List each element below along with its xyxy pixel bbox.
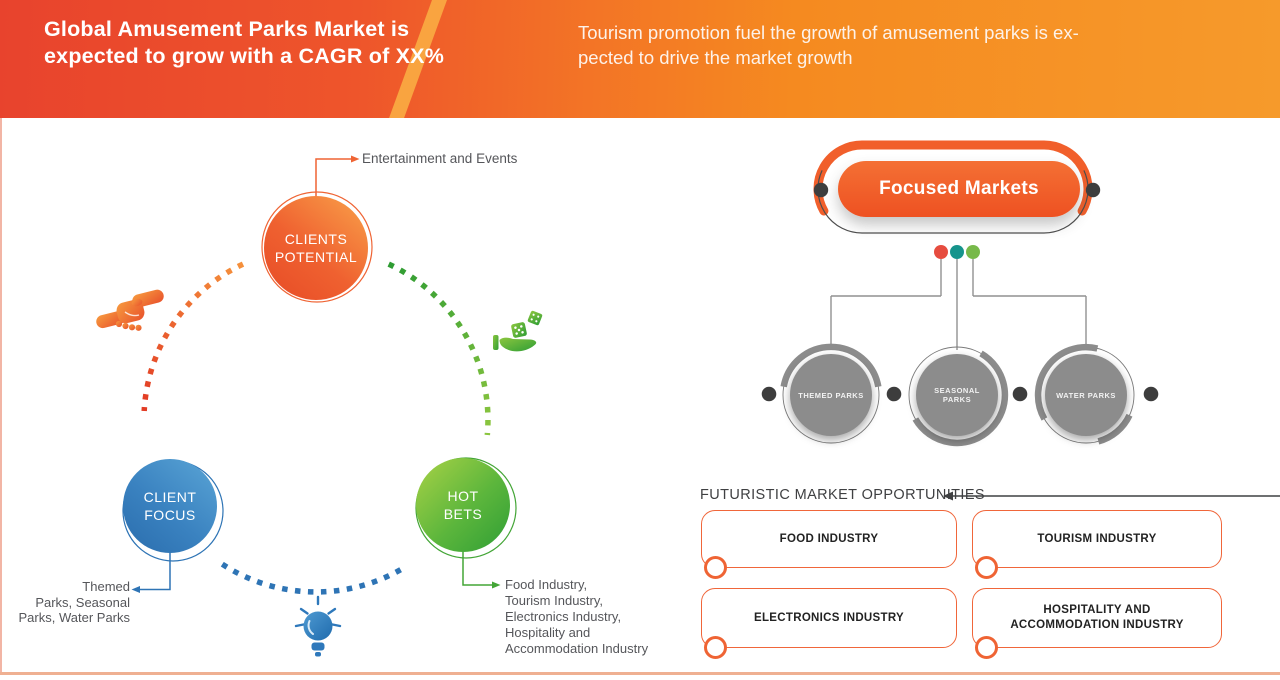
box-corner-circle-icon: [704, 636, 727, 659]
hot-bets-label-1: HOT: [447, 488, 479, 504]
client-focus-annotation-line-2: Parks, Seasonal: [35, 594, 130, 610]
client-focus-connector: [131, 553, 171, 593]
park-circle-water: WATER PARKS: [1045, 354, 1127, 436]
clients-potential-label-2: POTENTIAL: [274, 249, 358, 265]
client-focus-label-1: CLIENT: [143, 489, 197, 505]
opportunity-label: TOURISM INDUSTRY: [1037, 532, 1157, 545]
arrow-left-icon: [943, 491, 953, 501]
hot-bets-annotation-line-5: Accommodation Industry: [505, 641, 649, 656]
park-dot-4: [1143, 386, 1159, 402]
arrow-left-icon: [131, 586, 140, 593]
opportunity-label: HOSPITALITY AND ACCOMMODATION INDUSTRY: [1010, 604, 1184, 631]
clients-potential-label-1: CLIENTS: [284, 231, 348, 247]
park-circle-rings: [761, 343, 1159, 447]
lightbulb-icon: [294, 595, 342, 657]
park-circle-seasonal: SEASONAL PARKS: [916, 354, 998, 436]
ring-dot-left: [813, 182, 829, 198]
opportunities-heading: FUTURISTIC MARKET OPPORTUNITIES: [700, 487, 985, 503]
opportunity-box-electronics: ELECTRONICS INDUSTRY: [701, 588, 957, 659]
page-title: Global Amusement Parks Market is expecte…: [44, 16, 444, 70]
hot-bets-annotation-line-4: Hospitality and: [505, 625, 591, 640]
frame-border-left: [0, 118, 2, 674]
hot-bets-annotation-line-2: Tourism Industry,: [505, 593, 604, 608]
page-subtitle-line-2: pected to drive the market growth: [578, 47, 853, 68]
hot-bets-annotation: Food Industry, Tourism Industry, Electro…: [505, 577, 648, 657]
arrow-right-icon: [351, 155, 360, 163]
page-subtitle: Tourism promotion fuel the growth of amu…: [578, 20, 1079, 70]
hot-bets-node: HOT BETS: [416, 458, 510, 552]
opportunity-box-food: FOOD INDUSTRY: [701, 510, 957, 579]
clients-potential-connector: [315, 155, 360, 197]
hot-bets-annotation-line-3: Electronics Industry,: [505, 609, 622, 624]
box-corner-circle-icon: [704, 556, 727, 579]
focused-markets-pill: Focused Markets: [838, 161, 1080, 217]
client-focus-annotation-line-3: Parks, Water Parks: [18, 610, 130, 625]
arrow-right-icon: [492, 581, 501, 589]
market-dot-teal: [950, 245, 964, 259]
client-focus-annotation-line-1: Themed: [82, 579, 130, 594]
page-title-line-1: Global Amusement Parks Market is: [44, 17, 410, 41]
hot-bets-annotation-line-1: Food Industry,: [505, 577, 588, 592]
client-focus-node: CLIENT FOCUS: [123, 459, 217, 553]
dotted-arc-blue: [220, 561, 404, 595]
page-subtitle-line-1: Tourism promotion fuel the growth of amu…: [578, 22, 1079, 43]
client-focus-label-2: FOCUS: [144, 507, 196, 523]
dotted-arc-orange: [141, 261, 245, 412]
opportunities-arrow: [943, 491, 1280, 501]
opportunity-label: ELECTRONICS INDUSTRY: [754, 611, 904, 624]
frame-border-bottom: [0, 672, 1280, 675]
box-corner-circle-icon: [975, 556, 998, 579]
clients-potential-node: CLIENTS POTENTIAL: [264, 196, 368, 300]
ring-dot-right: [1085, 182, 1101, 198]
park-circle-themed: THEMED PARKS: [790, 354, 872, 436]
focused-markets-ring: [813, 140, 1101, 234]
dice-hand-icon: [493, 310, 543, 352]
opportunity-label: FOOD INDUSTRY: [779, 532, 879, 545]
park-dot-1: [761, 386, 777, 402]
handshake-icon: [96, 289, 164, 331]
header-banner: Global Amusement Parks Market is expecte…: [0, 0, 1280, 118]
box-corner-circle-icon: [975, 636, 998, 659]
park-dot-3: [1012, 386, 1028, 402]
market-dot-red: [934, 245, 948, 259]
dotted-arc-green: [387, 261, 491, 436]
opportunity-box-hospitality: HOSPITALITY AND ACCOMMODATION INDUSTRY: [972, 588, 1222, 659]
market-dot-green: [966, 245, 980, 259]
focused-markets-tree: [830, 245, 1087, 350]
clients-potential-annotation: Entertainment and Events: [362, 151, 518, 166]
page-title-line-2: expected to grow with a CAGR of XX%: [44, 44, 445, 68]
park-dot-2: [886, 386, 902, 402]
client-focus-annotation: Themed Parks, Seasonal Parks, Water Park…: [8, 579, 130, 626]
clients-potential-ring: [261, 191, 373, 303]
hot-bets-label-2: BETS: [443, 506, 483, 522]
opportunity-box-tourism: TOURISM INDUSTRY: [972, 510, 1222, 579]
hot-bets-connector: [462, 552, 501, 589]
